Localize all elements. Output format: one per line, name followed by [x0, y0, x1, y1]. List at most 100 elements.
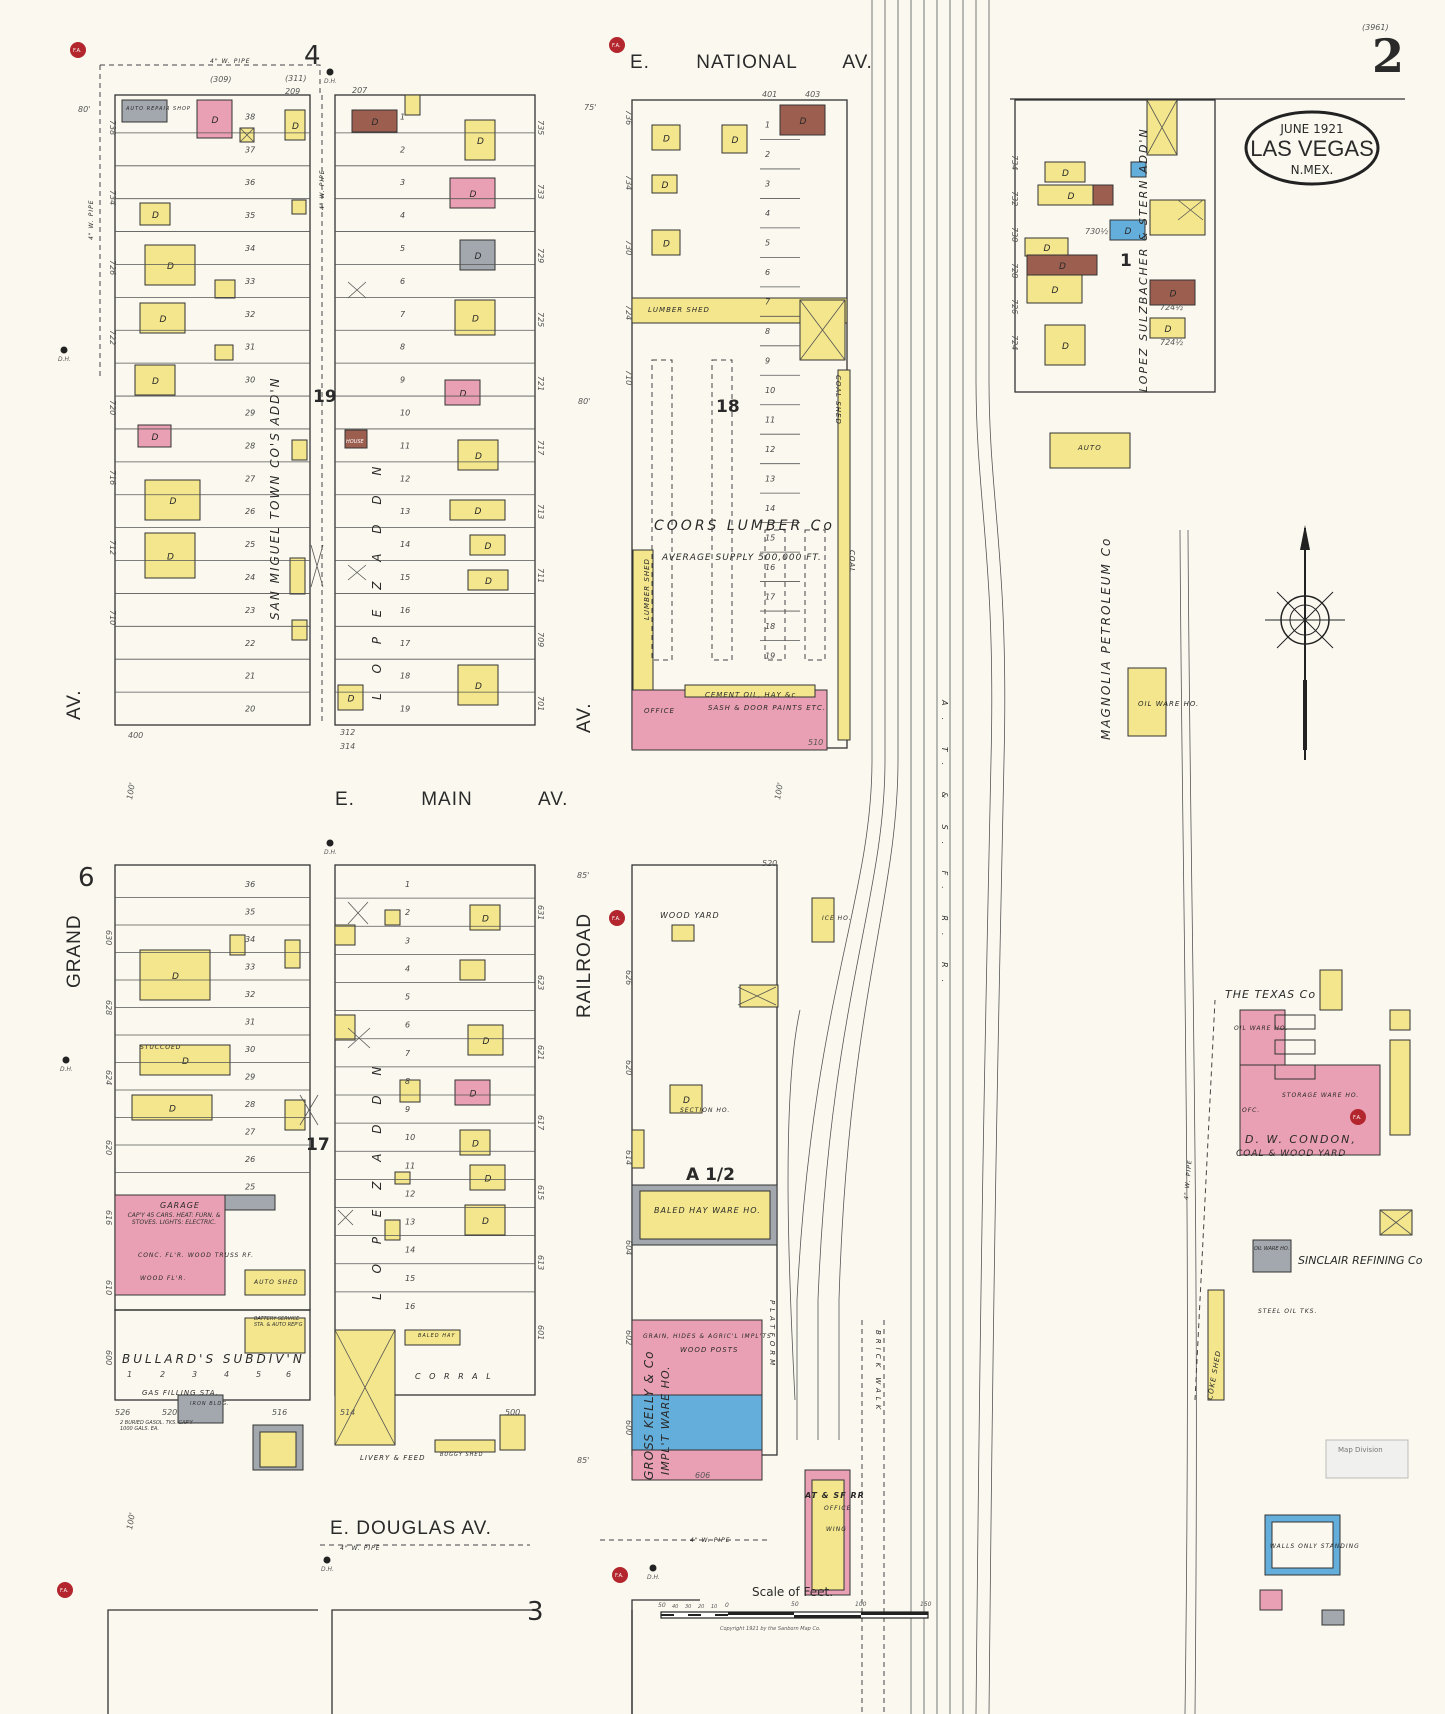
- lot-number: 8: [765, 327, 770, 336]
- dwelling-mark: D: [475, 682, 482, 692]
- house-number: (311): [285, 74, 307, 83]
- hydrant-label: D.H.: [324, 78, 337, 85]
- scale-tick: 100: [855, 1601, 867, 1608]
- building: [224, 1194, 276, 1211]
- lot-number: 33: [245, 962, 255, 971]
- bullards-subdivision-label: BULLARD'S SUBDIV'N: [122, 1352, 305, 1366]
- building: [384, 909, 401, 926]
- house-number: 709: [536, 632, 545, 647]
- lot-number: 23: [245, 606, 255, 615]
- lot-number: 11: [765, 415, 775, 424]
- lot-number: 35: [245, 211, 255, 220]
- texas-oil-ware-ho-label: OIL WARE HO.: [1234, 1025, 1288, 1032]
- block-outline: [334, 94, 536, 726]
- sinclair-oil-label: OIL WARE HO.: [1254, 1246, 1289, 1252]
- railroad-tracks: [787, 0, 1197, 1714]
- building: [1271, 1521, 1334, 1569]
- dwelling-mark: D: [472, 315, 479, 325]
- railroad-track: [975, 0, 993, 1714]
- house-number: (309): [210, 75, 232, 84]
- lot-number: 30: [245, 1045, 255, 1054]
- lot-number: 5: [400, 244, 405, 253]
- house-number: 724½: [1160, 338, 1183, 347]
- garage-capacity-text: CAP'Y 45 CARS. HEAT: FURN. & STOVES. LIG…: [127, 1212, 221, 1226]
- lot-number: 11: [400, 441, 410, 450]
- brick-walk: [861, 1320, 885, 1714]
- lot-number: 2: [160, 1370, 165, 1379]
- building: [177, 1394, 224, 1424]
- dwelling: [449, 177, 496, 209]
- dwelling-mark: D: [1165, 325, 1172, 335]
- house-number: 711: [536, 568, 545, 583]
- lot-number: 29: [245, 409, 255, 418]
- water-pipe: [1194, 999, 1216, 1401]
- house-number: 630: [104, 930, 113, 945]
- dwelling-mark: D: [663, 240, 670, 250]
- shed-cross: [347, 901, 369, 925]
- lot-number: 36: [245, 178, 255, 187]
- lot-number: 30: [245, 376, 255, 385]
- house-number: 613: [536, 1255, 545, 1270]
- shed-cross: [334, 1329, 396, 1446]
- block-outline: [114, 94, 311, 726]
- lot-number: 33: [245, 277, 255, 286]
- house-number: 710: [108, 610, 117, 625]
- hydrant-icon: [323, 1556, 331, 1564]
- lopez-addition-south-label: L O P E Z A D D N: [370, 1059, 384, 1300]
- dwelling-mark: D: [475, 252, 482, 262]
- auto-repair-label: AUTO REPAIR SHOP: [125, 106, 191, 112]
- dwelling-mark: D: [1059, 262, 1066, 272]
- garage-floor-label: CONC. FL'R. WOOD TRUSS RF.: [138, 1252, 254, 1259]
- lot-number: 6: [286, 1370, 291, 1379]
- dwelling: [196, 99, 233, 139]
- dwelling-mark: D: [470, 190, 477, 200]
- dwelling: [651, 124, 681, 151]
- dwelling: [464, 119, 496, 161]
- lot-numbers: 3837363534333231302928272625242322212012…: [115, 112, 800, 1311]
- lot-number: 15: [405, 1274, 415, 1283]
- iron-bldg-label: IRON BLDG.: [190, 1401, 230, 1407]
- house-number: 600: [624, 1420, 633, 1435]
- scale-tick: 20: [698, 1604, 704, 1610]
- dwelling: [457, 664, 499, 706]
- scale-title: Scale of Feet.: [752, 1585, 833, 1599]
- lot-number: 2: [405, 908, 410, 917]
- street-width: 100': [773, 782, 785, 801]
- house-number: 734: [108, 190, 117, 205]
- building: [499, 1414, 526, 1451]
- house-number: 628: [104, 1000, 113, 1015]
- building: [837, 369, 851, 741]
- fire-alarm-and-hydrant-marks: F.A.F.A.F.A.F.A.F.A.F.A.D.H.D.H.D.H.D.H.…: [57, 37, 1366, 1598]
- lot-number: 14: [405, 1246, 415, 1255]
- block-number-19: 19: [313, 387, 337, 407]
- hydrant-label: D.H.: [324, 849, 337, 856]
- scale-tick: 0: [725, 1602, 729, 1609]
- dwelling-mark: D: [1125, 227, 1132, 237]
- building: [1239, 1009, 1286, 1066]
- dwelling: [1026, 274, 1083, 304]
- sheet-catalog: (3961): [1362, 23, 1389, 32]
- house-number: 728: [1010, 263, 1019, 278]
- block-outline: [631, 99, 848, 749]
- dwelling-mark: D: [482, 1217, 489, 1227]
- lot-number: 6: [400, 277, 405, 286]
- auto-shed-label: AUTO SHED: [253, 1279, 299, 1286]
- house-number: 716: [108, 470, 117, 485]
- house-number: 623: [536, 975, 545, 990]
- water-pipe-label: 4" W. PIPE: [690, 1537, 731, 1544]
- house-number: 520: [762, 859, 777, 868]
- street-e-main-av: E. MAIN AV.: [335, 789, 568, 810]
- lot-number: 15: [765, 533, 775, 542]
- block-number-18: 18: [716, 397, 740, 417]
- house-number: 730: [1010, 227, 1019, 242]
- oil-tank: [1274, 1014, 1316, 1030]
- water-pipe: [100, 64, 321, 95]
- block-outline: [631, 1599, 700, 1714]
- lot-number: 3: [192, 1370, 197, 1379]
- house-number: 734: [624, 175, 633, 190]
- garage-label: GARAGE: [160, 1201, 200, 1210]
- lot-number: 25: [245, 540, 255, 549]
- house-number: 730: [624, 240, 633, 255]
- water-pipe-label: 4" W. PIPE: [210, 58, 251, 65]
